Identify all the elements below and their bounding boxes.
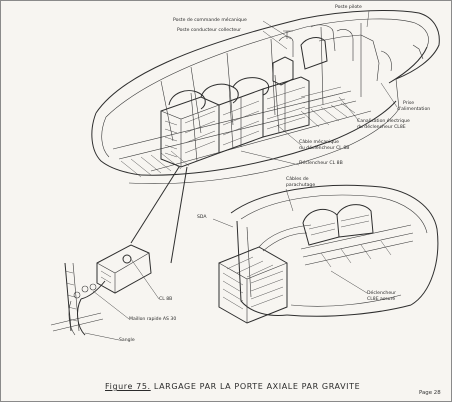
connector-lines (130, 166, 188, 264)
hook-detail (50, 244, 152, 336)
label-poste-conducteur: Poste conducteur collecteur (177, 28, 242, 33)
pilot-station (272, 24, 392, 86)
label-poste-commande: Poste de commande mécanique (173, 18, 247, 23)
label-declencheur-cl8b: Déclencheur CL 8B (299, 161, 343, 166)
figure-number: Figure 75. (105, 382, 151, 391)
label-poste-pilote: Poste pilote (335, 5, 362, 10)
label-prise-2: d'alimentation (397, 107, 431, 112)
page-number: Page 28 (419, 390, 441, 396)
label-sda: SDA (197, 215, 207, 220)
figure-caption: Figure 75. LARGAGE PAR LA PORTE AXIALE P… (105, 382, 360, 391)
label-sangle: Sangle (119, 338, 135, 343)
label-declencheur-cl8e-1: Déclencheur (367, 291, 396, 296)
figure-title: LARGAGE PAR LA PORTE AXIALE PAR GRAVITE (153, 382, 361, 391)
leader-lines (84, 10, 398, 341)
label-canalisation-1: Canalisation électrique (357, 119, 410, 124)
label-prise-1: Prise (403, 101, 415, 106)
rear-door-view (218, 184, 439, 324)
label-cable-mecanique-1: Câble mécanique (299, 140, 339, 145)
label-maillon: Maillon rapide AS 30 (129, 317, 177, 322)
label-cables-2: parachutage (286, 183, 316, 188)
label-cable-mecanique-2: du déclencheur CL 8B (299, 146, 350, 151)
fuselage-cutaway (91, 10, 440, 184)
label-cl8b-detail: CL 8B (159, 297, 173, 302)
cargo-load (160, 74, 346, 168)
label-cables-1: Câbles de (286, 177, 309, 182)
label-canalisation-2: du déclencheur CL8E (357, 125, 406, 130)
label-declencheur-cl8e-2: CL8E assuré (367, 297, 396, 302)
